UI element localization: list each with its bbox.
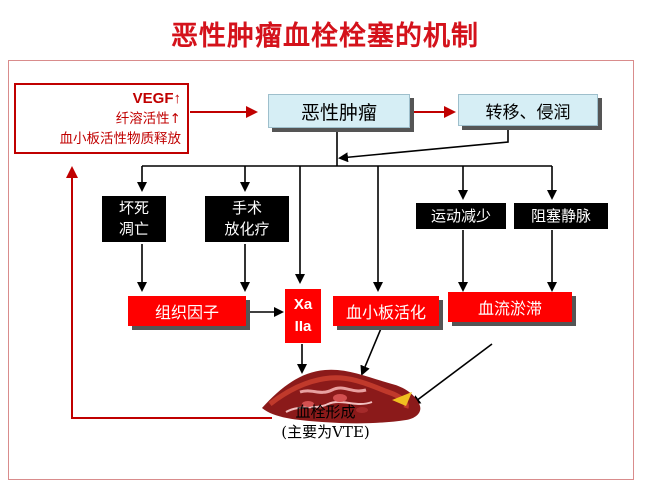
immobility-box: 运动减少: [416, 203, 506, 229]
loop-line: [66, 166, 272, 419]
metastasis-return-arrow: [338, 128, 509, 163]
platelet-release-label: 血小板活性物质释放: [59, 130, 182, 147]
xa-label: Xa: [293, 296, 313, 313]
xa-box: Xa IIa: [285, 289, 321, 343]
apoptosis-label: 凋亡: [118, 220, 149, 238]
thrombosis-line2: (主要为VTE): [281, 423, 370, 441]
iia-label: IIa: [294, 318, 312, 335]
thrombosis-label: 血栓形成 (主要为VTE): [258, 402, 393, 442]
thrombosis-line1: 血栓形成: [295, 403, 356, 421]
thrombus-image: [262, 369, 421, 424]
tumor-box: 恶性肿瘤: [268, 94, 410, 128]
tumor-factors-box: VEGF↑ 纤溶活性↑ 血小板活性物质释放: [14, 83, 189, 154]
vegf-label: VEGF↑: [132, 89, 181, 107]
obstruction-box: 阻塞静脉: [514, 203, 608, 229]
necrosis-label: 坏死: [118, 199, 149, 217]
platelet-activation-box: 血小板活化: [333, 296, 439, 326]
metastasis-box: 转移、侵润: [458, 94, 598, 126]
necrosis-box: 坏死 凋亡: [102, 196, 166, 242]
fibrinolysis-label: 纤溶活性↑: [115, 110, 181, 127]
page-title: 恶性肿瘤血栓栓塞的机制: [171, 21, 479, 52]
tissue-factor-box: 组织因子: [128, 296, 246, 326]
surgery-label: 手术: [231, 199, 262, 217]
surgery-box: 手术 放化疗: [205, 196, 289, 242]
stasis-box: 血流淤滞: [448, 292, 572, 322]
diagram-frame: [8, 60, 634, 480]
chemo-label: 放化疗: [224, 220, 270, 238]
